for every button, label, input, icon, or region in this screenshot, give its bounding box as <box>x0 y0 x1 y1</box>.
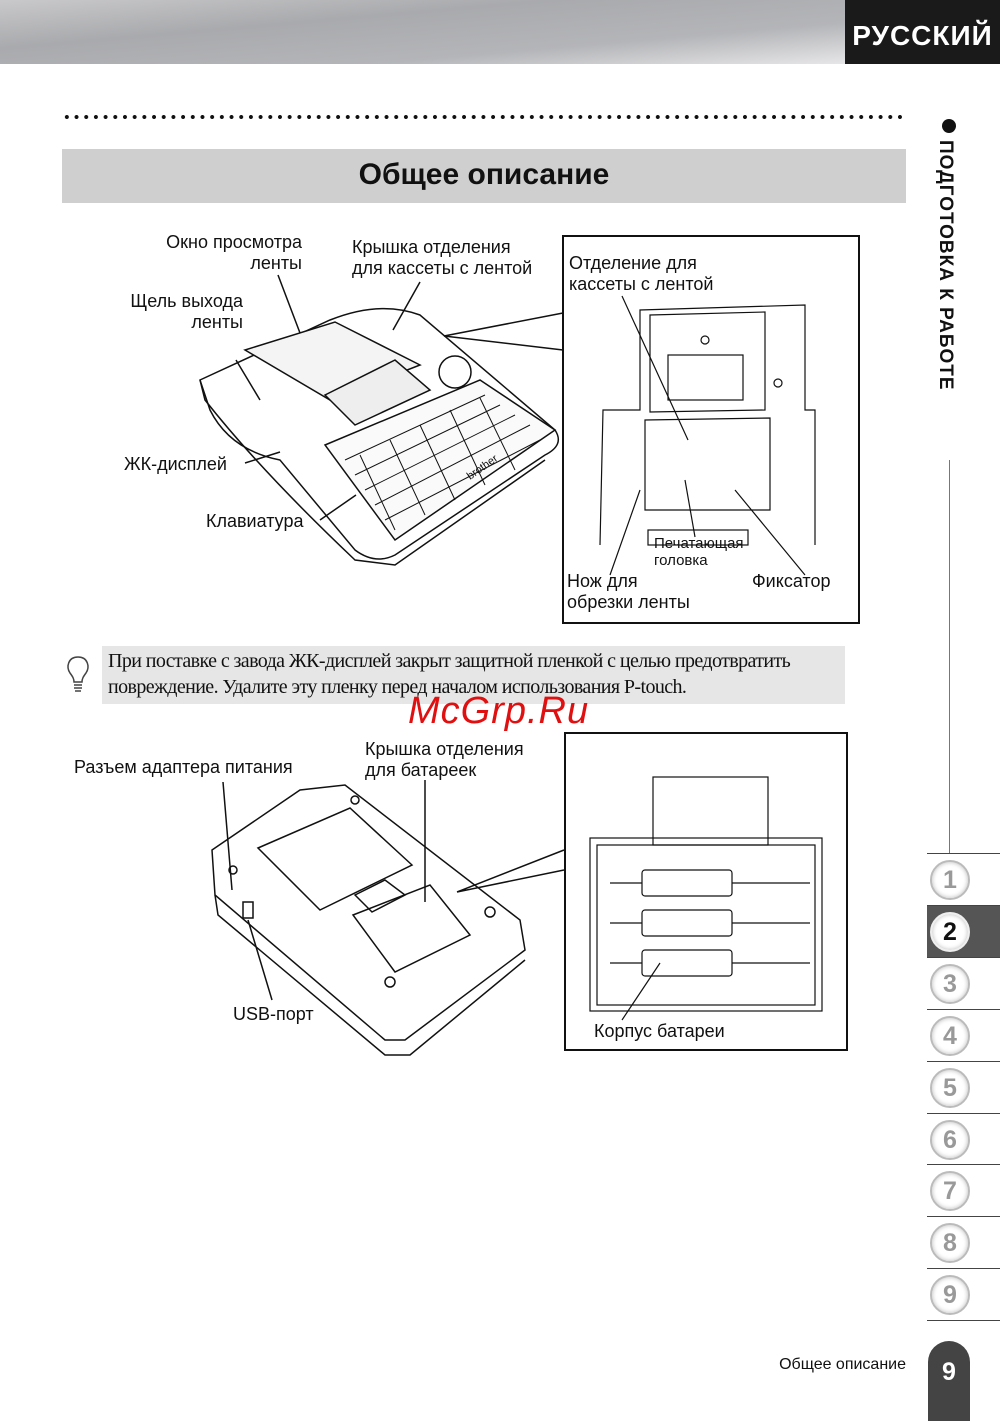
chapter-divider <box>927 1320 1000 1321</box>
footer-section-title: Общее описание <box>779 1356 906 1373</box>
side-divider <box>949 460 950 853</box>
chapter-tab-4[interactable]: 4 <box>927 1008 1000 1061</box>
chapter-tab-7[interactable]: 7 <box>927 1164 1000 1216</box>
label-ac-adapter-jack: Разъем адаптера питания <box>74 757 293 777</box>
chapter-number: 8 <box>930 1223 970 1264</box>
chapter-number: 5 <box>930 1067 970 1108</box>
label-print-head: Печатающая головка <box>654 535 744 569</box>
chapter-number: 9 <box>930 1275 970 1316</box>
chapter-number: 7 <box>930 1171 970 1212</box>
chapter-number: 3 <box>930 963 970 1004</box>
chapter-number: 2 <box>930 911 970 952</box>
label-keyboard: Клавиатура <box>206 511 304 531</box>
cassette-callout-box <box>562 235 860 624</box>
label-tape-exit-slot: Щель выхода ленты <box>130 291 243 332</box>
chapter-number: 6 <box>930 1119 970 1160</box>
battery-callout-box <box>564 732 848 1051</box>
chapter-tab-3[interactable]: 3 <box>927 956 1000 1009</box>
dotted-divider <box>62 112 907 122</box>
ptouch-bottom-illustration <box>211 780 565 1056</box>
battery-case-illustration <box>589 776 823 1021</box>
page-title: Общее описание <box>62 149 906 203</box>
chapter-tab-9[interactable]: 9 <box>927 1268 1000 1320</box>
cassette-compartment-illustration <box>599 295 816 576</box>
side-category-label: ПОДГОТОВКА К РАБОТЕ <box>935 140 956 391</box>
ptouch-top-illustration: brother <box>199 274 564 566</box>
label-release-lever: Фиксатор <box>752 571 831 591</box>
chapter-number: 1 <box>930 860 970 900</box>
chapter-tab-6[interactable]: 6 <box>927 1112 1000 1165</box>
page-number: 9 <box>928 1341 970 1421</box>
label-tape-view-window: Окно просмотра ленты <box>166 232 302 273</box>
label-lcd: ЖК-дисплей <box>124 454 227 474</box>
chapter-number: 4 <box>930 1015 970 1056</box>
chapter-tab-2[interactable]: 2 <box>927 904 1000 957</box>
chapter-tab-8[interactable]: 8 <box>927 1216 1000 1268</box>
label-battery-case: Корпус батареи <box>594 1021 725 1041</box>
lightbulb-icon <box>67 656 89 692</box>
chapter-tab-1[interactable]: 1 <box>927 853 1000 905</box>
note-text: При поставке с завода ЖК-дисплей закрыт … <box>102 646 845 704</box>
chapter-tab-5[interactable]: 5 <box>927 1060 1000 1113</box>
bullet-icon <box>942 119 956 133</box>
label-usb-port: USB-порт <box>233 1004 314 1024</box>
language-tab: РУССКИЙ <box>845 0 1000 64</box>
label-tape-cover: Крышка отделения для кассеты с лентой <box>352 237 533 278</box>
label-cassette-compartment: Отделение для кассеты с лентой <box>569 253 714 294</box>
label-battery-cover: Крышка отделения для батареек <box>365 739 524 780</box>
watermark: McGrp.Ru <box>408 690 590 732</box>
header-banner <box>0 0 845 64</box>
label-cutter: Нож для обрезки ленты <box>567 571 690 612</box>
